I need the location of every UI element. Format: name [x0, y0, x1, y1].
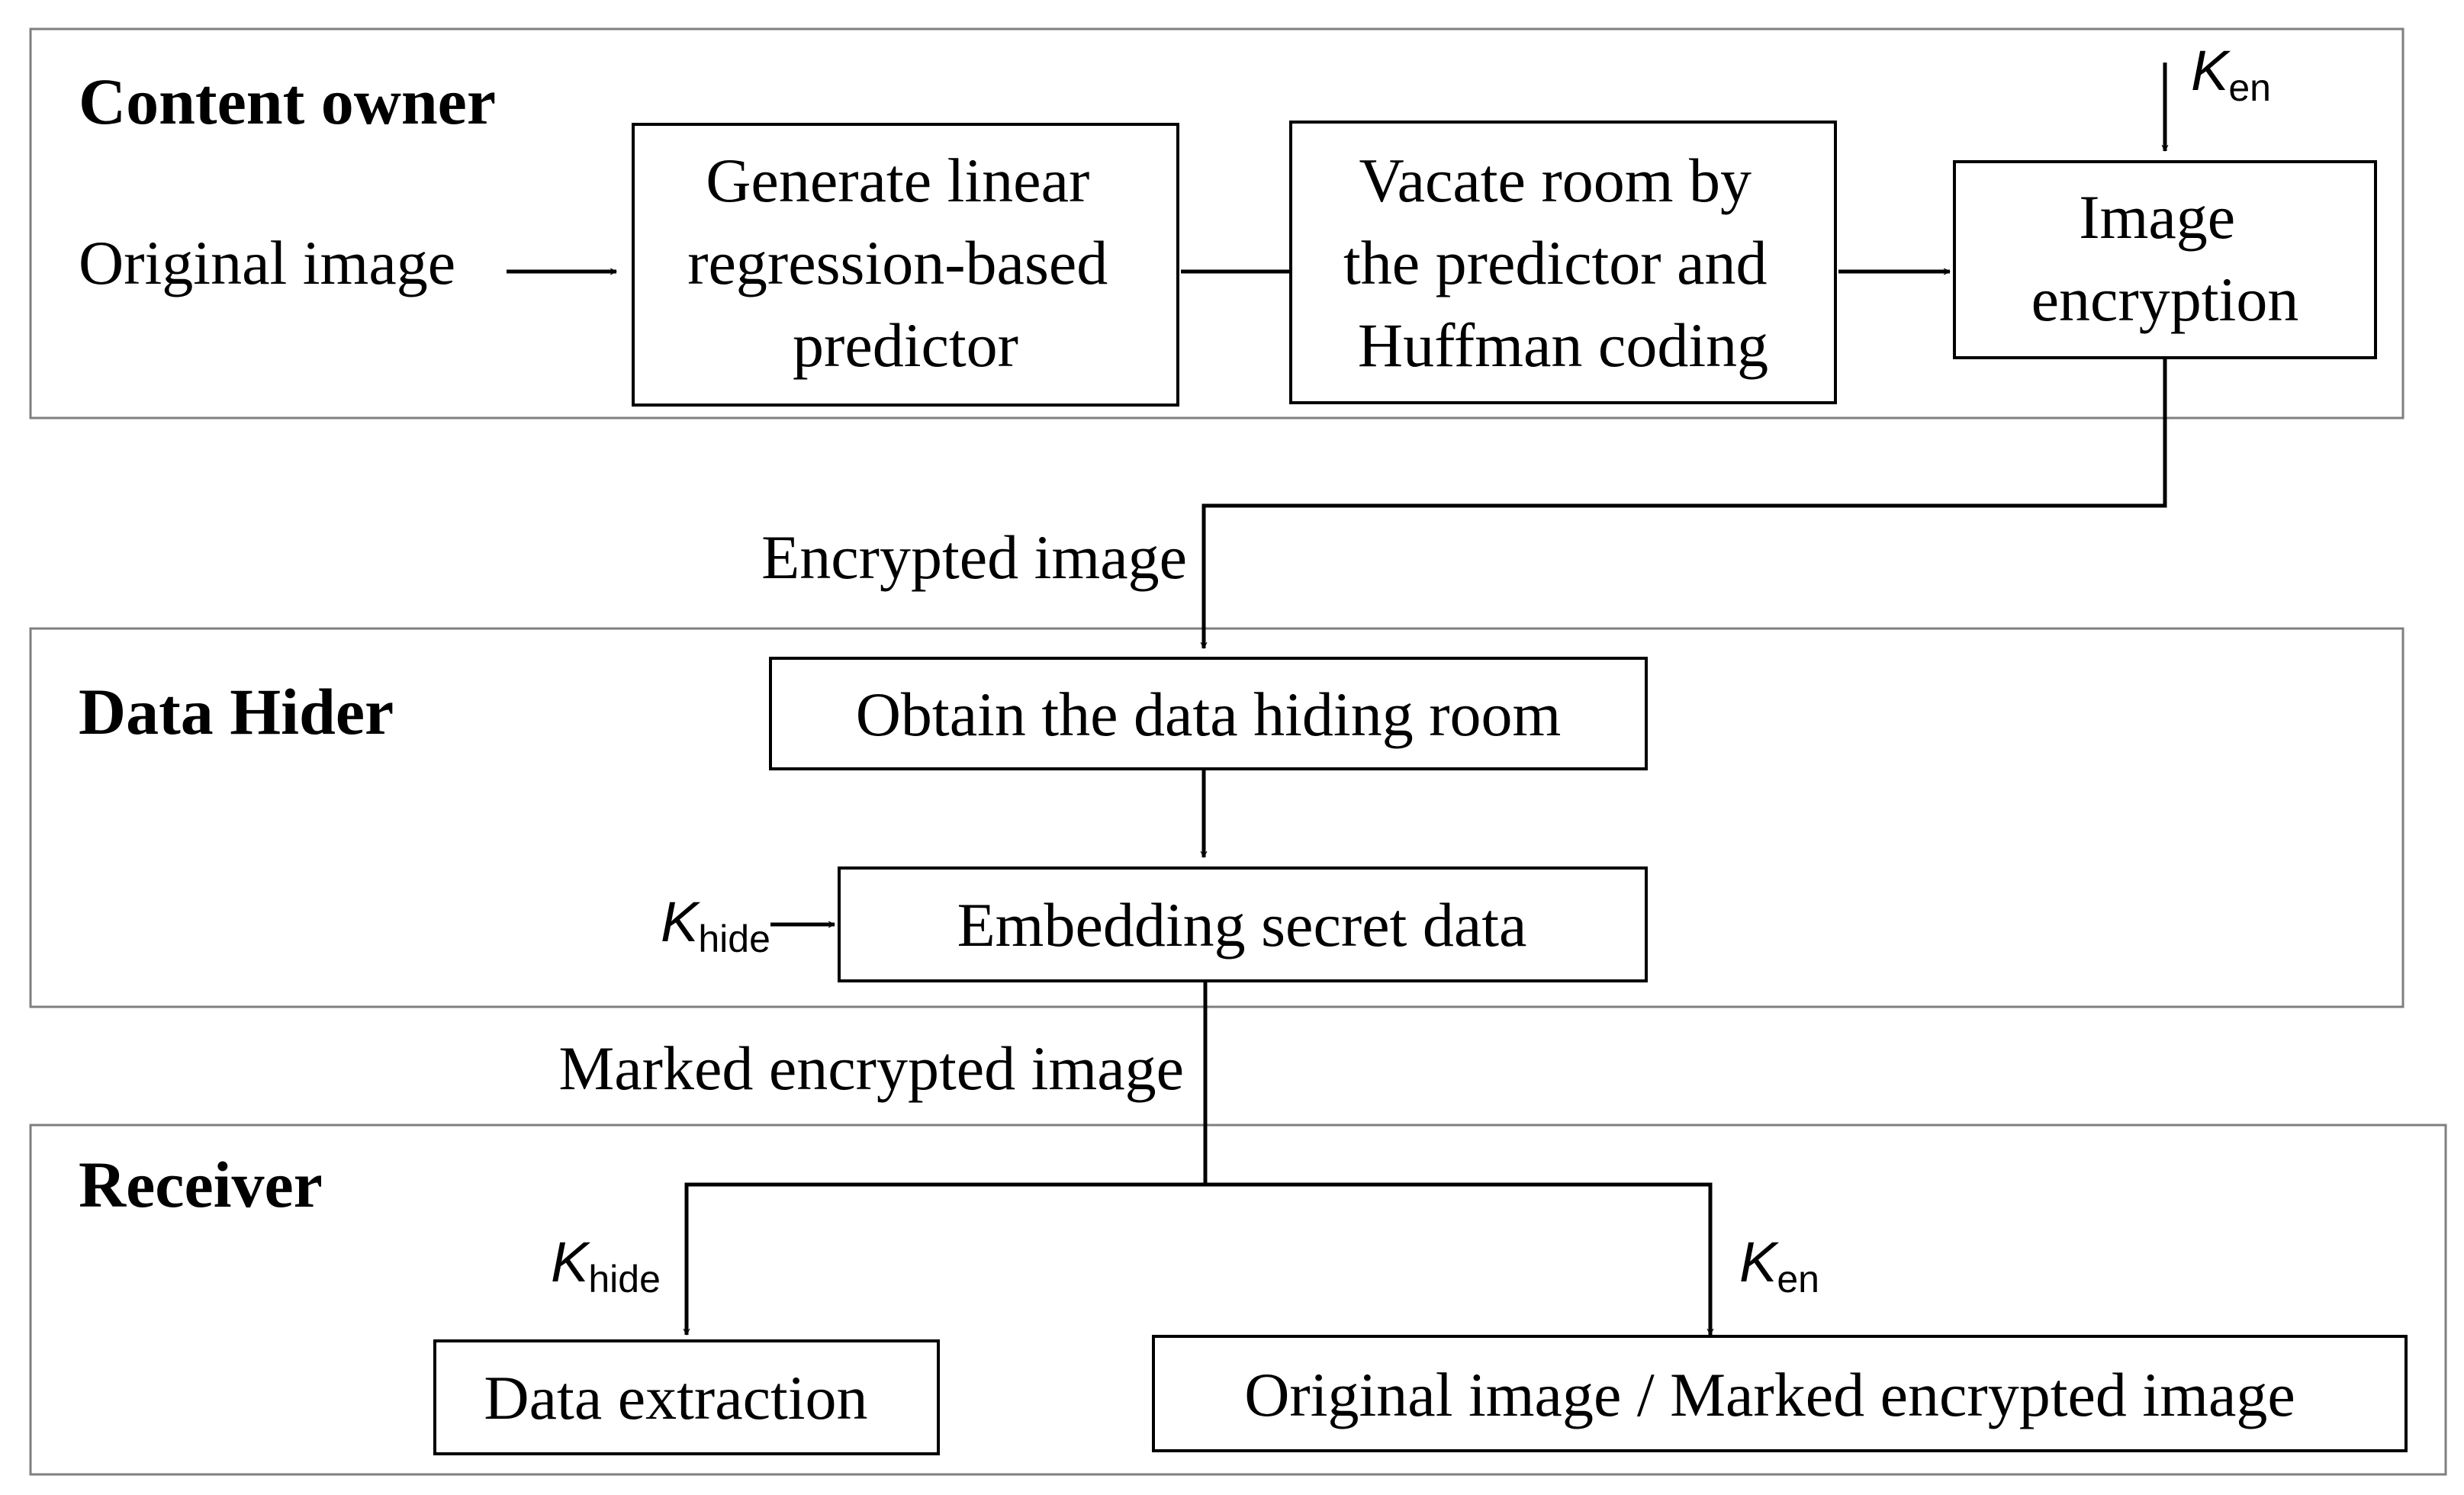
key-en-top: Ken: [2191, 39, 2271, 109]
predictor-box: [632, 123, 1179, 407]
arrow-to-recovery: [1205, 1182, 1714, 1336]
key-en-recovery: Ken: [1739, 1230, 1819, 1300]
recovery-box: [1152, 1335, 2408, 1452]
marked-encrypted-image-label: Marked encrypted image: [558, 1034, 1184, 1103]
receiver-panel: [29, 1124, 2447, 1476]
encryption-label: Image encryption: [2031, 182, 2299, 334]
data-hider-title: Data Hider: [79, 675, 394, 748]
key-hide-extraction: Khide: [551, 1230, 661, 1300]
encrypted-image-label: Encrypted image: [761, 522, 1187, 592]
content-owner-panel: [29, 27, 2404, 420]
arrow-encrypted-image: [1200, 358, 2167, 649]
vacate-label: Vacate room by the predictor and Huffman…: [1343, 146, 1783, 380]
vacate-box: [1289, 121, 1837, 404]
predictor-label: Generate linear regression-based predict…: [687, 146, 1124, 380]
embedding-label: Embedding secret data: [957, 890, 1527, 960]
original-image-label: Original image: [79, 228, 455, 297]
embedding-box: [838, 866, 1648, 982]
receiver-title: Receiver: [79, 1148, 323, 1221]
key-hide-embedding: Khide: [661, 890, 770, 960]
data-extraction-box: [433, 1339, 940, 1455]
recovery-label: Original image / Marked encrypted image: [1244, 1360, 2295, 1429]
obtain-room-label: Obtain the data hiding room: [856, 680, 1562, 749]
obtain-room-box: [769, 657, 1648, 770]
encryption-box: [1953, 160, 2377, 359]
data-hider-panel: [29, 627, 2404, 1008]
data-extraction-label: Data extraction: [484, 1363, 867, 1432]
content-owner-title: Content owner: [79, 65, 496, 138]
arrow-to-data-extraction: [683, 1182, 1205, 1336]
